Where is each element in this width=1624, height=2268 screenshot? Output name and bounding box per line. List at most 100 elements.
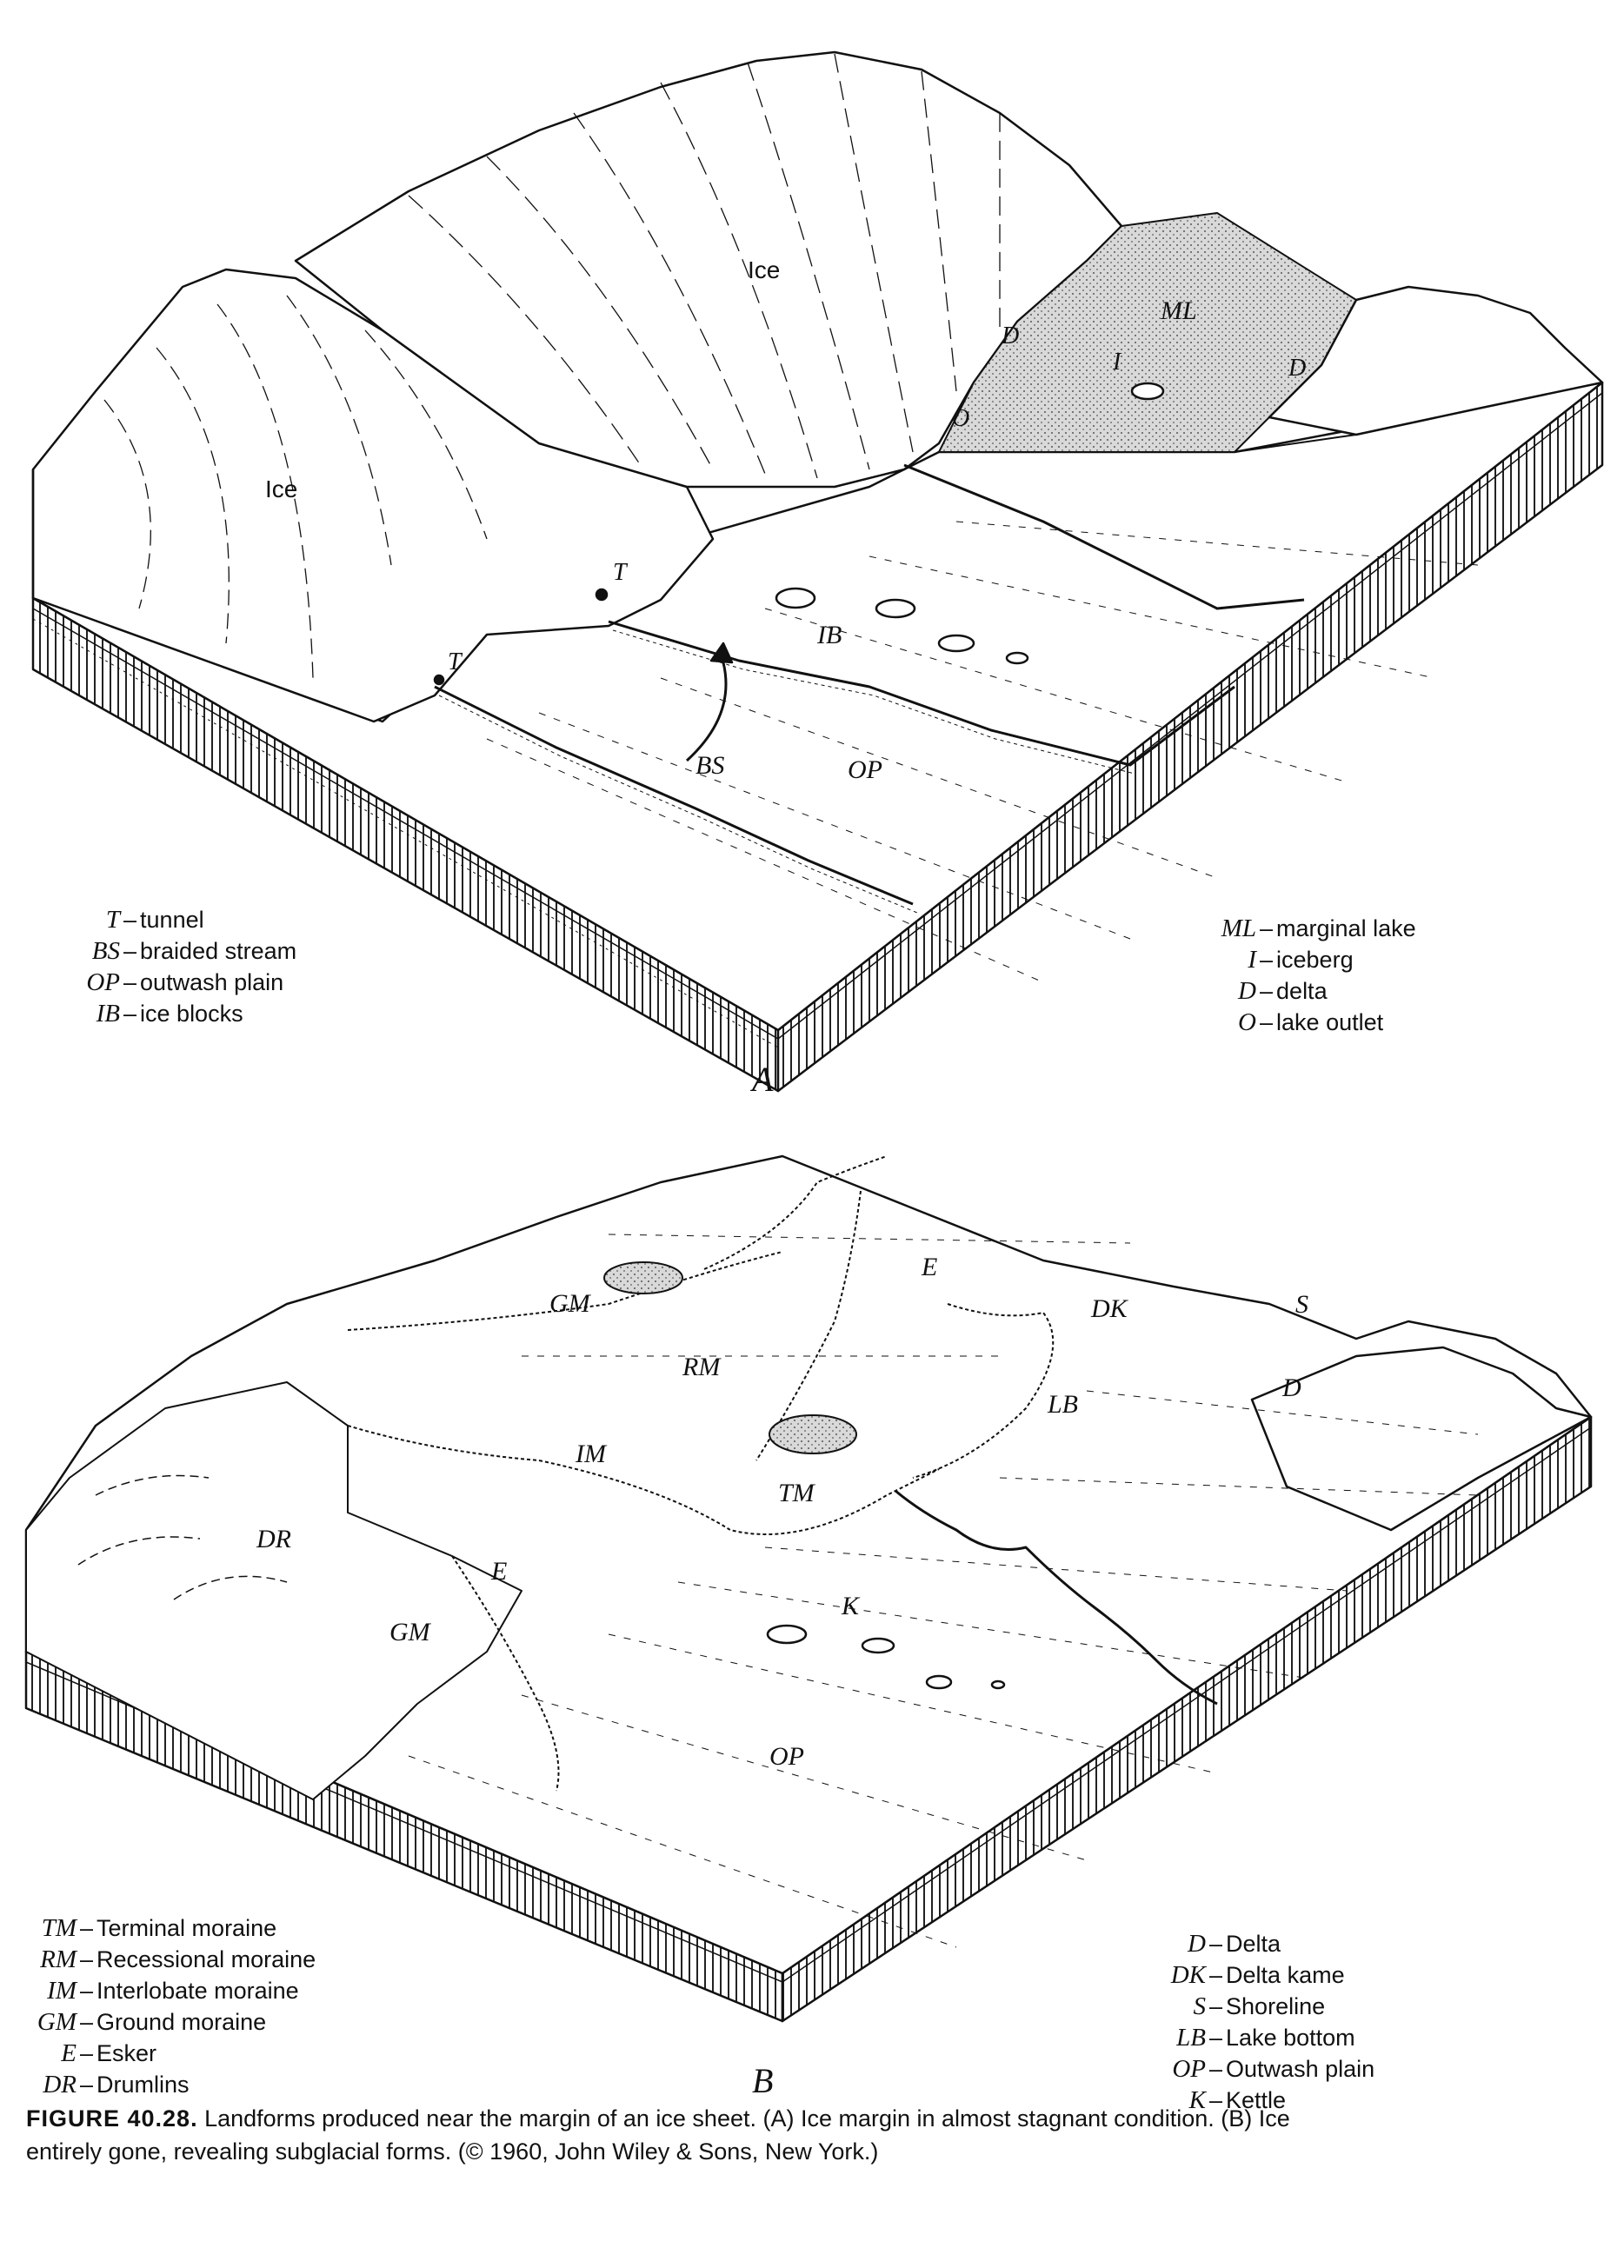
panel-b-meandering-stream	[895, 1489, 1218, 1706]
panel-b-label-s: S	[1295, 1290, 1308, 1319]
legend-row: GM–Ground moraine	[26, 2006, 316, 2038]
legend-abbr: DK	[1170, 1961, 1206, 1989]
panel-b-kettle-1	[766, 1624, 808, 1645]
legend-term: Esker	[97, 2040, 157, 2066]
panel-a-label-ice-right: Ice	[748, 256, 780, 283]
legend-term: Drumlins	[97, 2072, 190, 2098]
legend-row: IB–ice blocks	[68, 998, 296, 1029]
legend-abbr: DR	[43, 2071, 77, 2098]
legend-term: Ground moraine	[97, 2009, 267, 2035]
legend-term: marginal lake	[1276, 915, 1416, 941]
legend-abbr: E	[61, 2039, 77, 2067]
legend-row: ML–marginal lake	[1204, 913, 1416, 944]
legend-term: Kettle	[1226, 2087, 1287, 2113]
panel-a-label-delta-1: D	[1001, 323, 1019, 349]
panel-b-label-e-lower: E	[490, 1557, 507, 1586]
panel-a-label-ice-blocks: IB	[816, 621, 842, 649]
legend-term: Delta	[1226, 1931, 1281, 1957]
panel-a-legend-left: T–tunnel BS–braided stream OP–outwash pl…	[68, 904, 296, 1029]
panel-a-label-iceberg: I	[1112, 349, 1122, 376]
legend-row: D–Delta	[1152, 1928, 1374, 1959]
legend-abbr: GM	[37, 2008, 77, 2036]
panel-a-ice-block-1	[775, 587, 816, 609]
legend-term: Outwash plain	[1226, 2056, 1375, 2082]
panel-a-label-braided-stream: BS	[696, 751, 724, 780]
panel-b-kettle-lake-1	[603, 1261, 683, 1294]
legend-term: Interlobate moraine	[97, 1978, 299, 2004]
legend-row: BS–braided stream	[68, 935, 296, 967]
panel-a-bs-arrow	[685, 655, 728, 762]
legend-row: O–lake outlet	[1204, 1007, 1416, 1038]
legend-term: Lake bottom	[1226, 2025, 1355, 2051]
panel-b-recessional-moraine	[347, 1251, 783, 1331]
legend-abbr: T	[105, 906, 120, 934]
legend-abbr: I	[1248, 946, 1256, 974]
panel-b-legend-right: D–Delta DK–Delta kame S–Shoreline LB–Lak…	[1152, 1928, 1374, 2116]
panel-b-block	[24, 1154, 1593, 2023]
legend-term: tunnel	[140, 907, 204, 933]
legend-term: ice blocks	[140, 1001, 243, 1027]
legend-row: K–Kettle	[1152, 2085, 1374, 2116]
figure-caption-text: Landforms produced near the margin of an…	[26, 2105, 1290, 2165]
panel-a-legend-right: ML–marginal lake I–iceberg D–delta O–lak…	[1204, 913, 1416, 1038]
panel-b-label-dk: DK	[1090, 1294, 1129, 1323]
legend-abbr: BS	[91, 937, 120, 965]
legend-abbr: TM	[41, 1914, 77, 1942]
figure-caption: FIGURE 40.28. Landforms produced near th…	[26, 2102, 1330, 2168]
panel-b-label-rm: RM	[682, 1353, 722, 1381]
legend-abbr: RM	[40, 1945, 77, 1973]
panel-a-label-marginal-lake: ML	[1160, 296, 1197, 325]
panel-b-label-lb: LB	[1047, 1390, 1078, 1419]
panel-a-ice-block-2	[875, 598, 916, 619]
legend-term: outwash plain	[140, 969, 284, 995]
panel-a-lake-outlet-stream	[903, 463, 1305, 610]
legend-row: RM–Recessional moraine	[26, 1944, 316, 1975]
legend-abbr: K	[1188, 2086, 1206, 2114]
panel-a-label-outwash-plain: OP	[848, 755, 882, 784]
panel-b-esker-lower	[451, 1555, 560, 1792]
panel-b-label-gm-upper: GM	[549, 1289, 592, 1318]
legend-term: iceberg	[1276, 947, 1354, 973]
legend-row: I–iceberg	[1204, 944, 1416, 975]
legend-row: D–delta	[1204, 975, 1416, 1007]
panel-b-label-op: OP	[769, 1742, 804, 1771]
panel-b-kettle-4	[990, 1679, 1006, 1690]
legend-row: LB–Lake bottom	[1152, 2022, 1374, 2053]
legend-abbr: OP	[86, 968, 120, 996]
panel-b-letter: B	[752, 2061, 774, 2100]
panel-a-label-tunnel-1: T	[613, 559, 629, 586]
panel-a-label-lake-outlet: O	[952, 405, 969, 432]
legend-abbr: OP	[1172, 2055, 1206, 2083]
legend-term: delta	[1276, 978, 1328, 1004]
panel-a-tunnel-mark-1	[595, 588, 609, 602]
panel-b-legend-left: TM–Terminal moraine RM–Recessional morai…	[26, 1912, 316, 2100]
legend-term: Shoreline	[1226, 1993, 1326, 2019]
panel-b-label-tm: TM	[778, 1479, 816, 1507]
panel-a-letter: A	[752, 1060, 774, 1099]
panel-b-drumlin-highland	[25, 1381, 522, 1800]
legend-abbr: ML	[1221, 915, 1256, 942]
legend-term: Terminal moraine	[97, 1915, 277, 1941]
panel-a-iceberg-shape	[1130, 382, 1165, 401]
panel-a-label-tunnel-2: T	[448, 648, 463, 675]
figure-number: FIGURE 40.28.	[26, 2105, 198, 2132]
legend-term: Recessional moraine	[97, 1946, 316, 1972]
legend-abbr: IM	[47, 1977, 77, 2005]
legend-abbr: S	[1193, 1992, 1207, 2020]
legend-term: Delta kame	[1226, 1962, 1345, 1988]
panel-a-braided-stream-1	[434, 685, 914, 906]
panel-b-label-dr: DR	[256, 1525, 291, 1553]
legend-abbr: IB	[96, 1000, 120, 1028]
legend-row: IM–Interlobate moraine	[26, 1975, 316, 2006]
panel-b-interlobate-moraine	[703, 1155, 888, 1270]
panel-b-label-im: IM	[575, 1440, 608, 1468]
panel-a-ice-block-3	[937, 634, 975, 653]
panel-a-right-hills	[1268, 285, 1604, 436]
legend-abbr: O	[1238, 1008, 1256, 1036]
panel-a-ice-block-4	[1005, 651, 1029, 665]
panel-b-kettle-3	[925, 1674, 953, 1690]
legend-row: DK–Delta kame	[1152, 1959, 1374, 1991]
legend-abbr: D	[1238, 977, 1256, 1005]
panel-b-label-d: D	[1281, 1373, 1301, 1402]
